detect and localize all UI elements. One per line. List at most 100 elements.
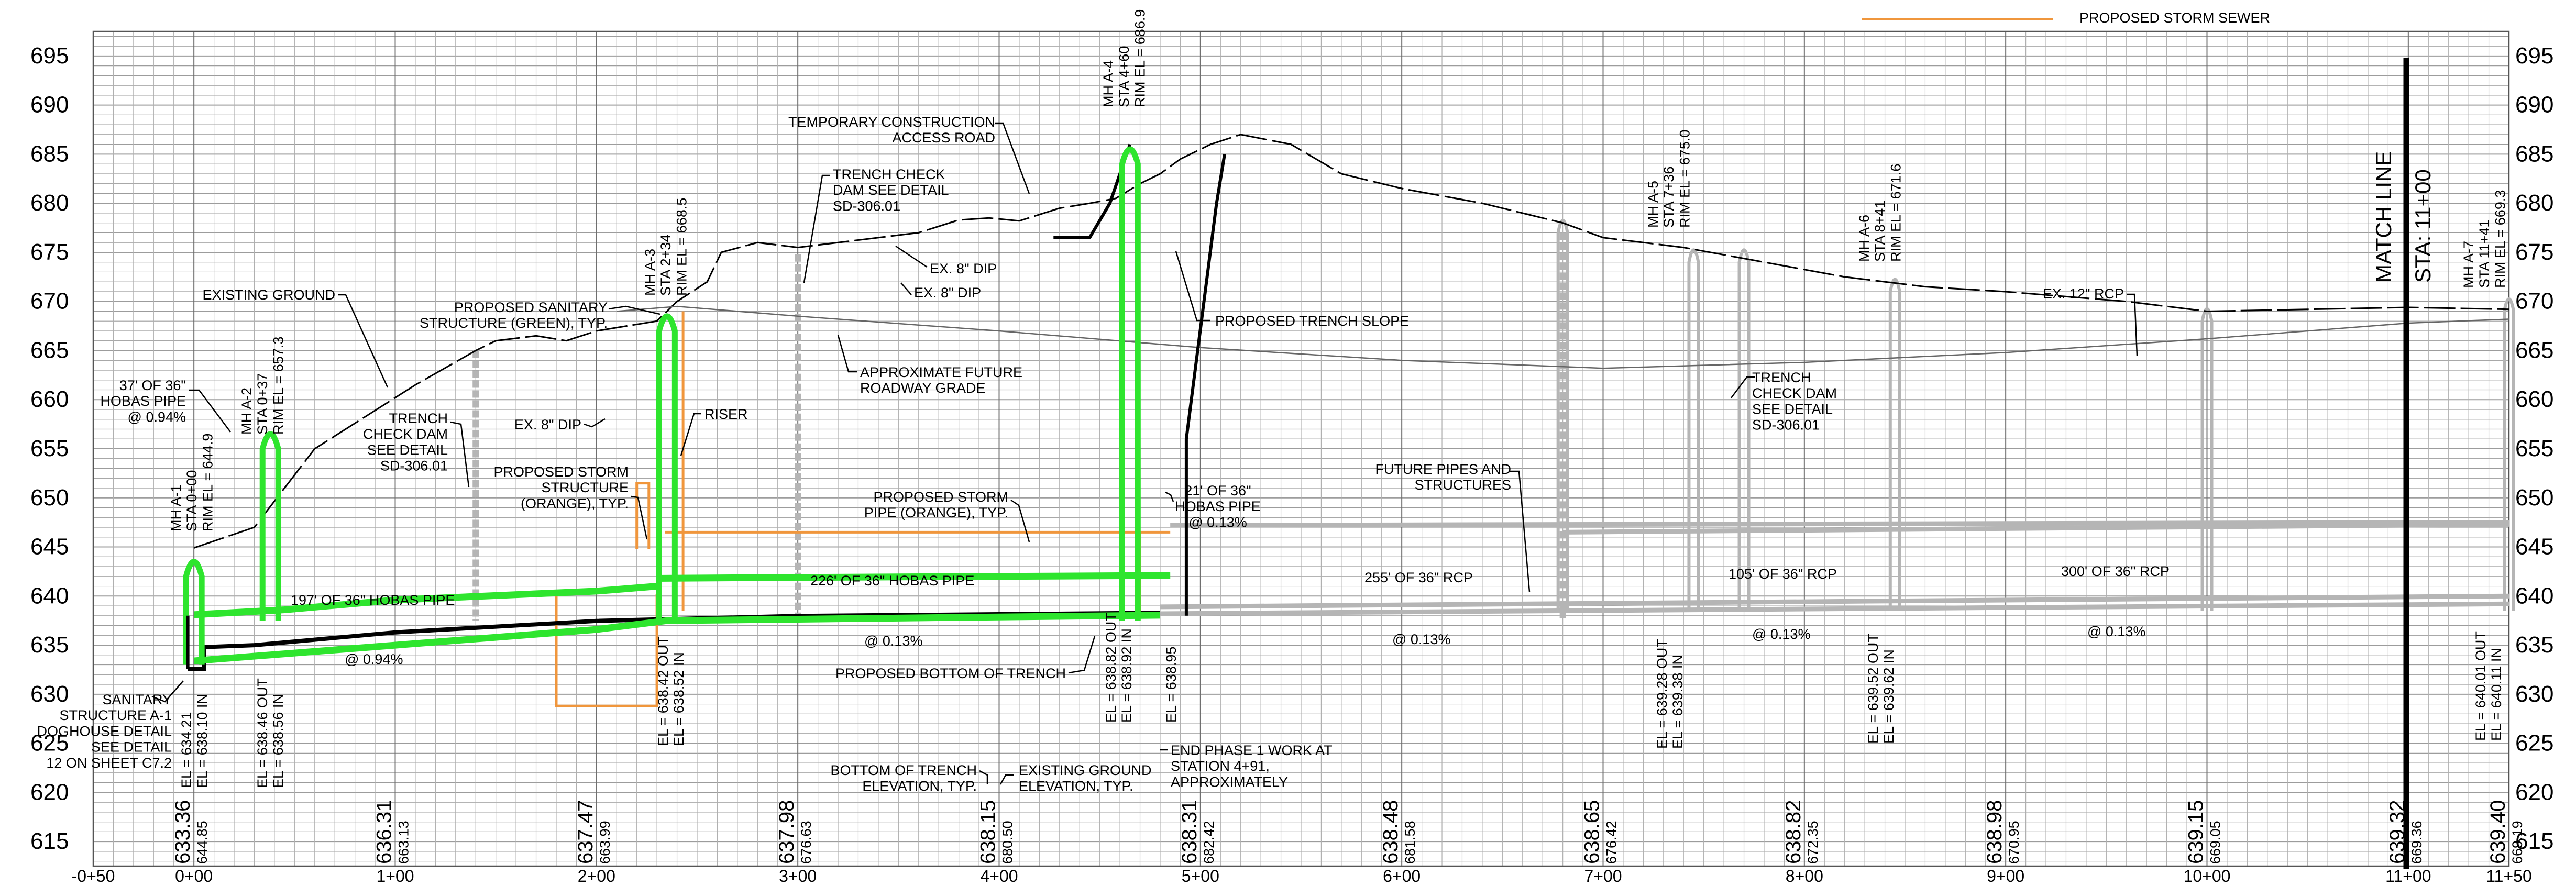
sanitary-pipe <box>657 572 1171 582</box>
hobas-37-label-line: @ 0.94% <box>128 409 186 425</box>
mh-a5-label-line: STA 7+36 <box>1661 167 1677 228</box>
proposed-elevation-label: 639.40 <box>2486 800 2509 864</box>
trench-check-dam-top-label-line: TRENCH CHECK <box>833 167 945 182</box>
future-pipe <box>1562 522 2509 535</box>
future-pipe <box>1160 601 2509 616</box>
mh-a2-label-line: RIM EL = 657.3 <box>270 337 286 435</box>
station-label: 9+00 <box>1987 867 2024 885</box>
elevation-label: 615 <box>30 828 69 854</box>
station-label: 3+00 <box>779 867 817 885</box>
trench-check-dam-right-label-line: SD-306.01 <box>1752 417 1820 433</box>
hobas-197-label: 197' OF 36" HOBAS PIPE <box>291 592 455 608</box>
trench-check-dam-right-label-line: SEE DETAIL <box>1752 401 1833 417</box>
sanitary-manhole <box>183 559 205 665</box>
existing-elevation-label: 669.36 <box>2409 821 2425 864</box>
proposed-storm-structure-label-line: STRUCTURE <box>542 480 629 495</box>
ex-12-rcp-label: EX. 12" RCP <box>2043 286 2124 302</box>
elevation-label: 695 <box>30 43 69 69</box>
mh-a3-label: MH A-3STA 2+34RIM EL = 668.5 <box>642 198 689 296</box>
sanitary-manhole <box>1119 146 1141 621</box>
sanitary-manhole <box>259 431 281 621</box>
elevation-label: 645 <box>30 534 69 560</box>
existing-elevation-label: 682.42 <box>1201 821 1217 864</box>
temp-construction-label-line: TEMPORARY CONSTRUCTION <box>788 114 995 130</box>
future-grade-line <box>617 305 2509 369</box>
end-phase-1-label-line: STATION 4+91, <box>1171 758 1270 774</box>
proposed-elevation-label: 637.98 <box>775 800 798 864</box>
ex-dip-top2-label: EX. 8" DIP <box>914 285 981 301</box>
hobas-21-label-line: HOBAS PIPE <box>1175 499 1261 514</box>
invert-end-label-line: EL = 638.95 <box>1163 647 1179 723</box>
sanitary-manhole <box>656 313 678 621</box>
elevation-label: 660 <box>2515 386 2553 412</box>
legend-storm-label: PROPOSED STORM SEWER <box>2079 10 2270 26</box>
existing-ground-label-line: EXISTING GROUND <box>202 287 335 303</box>
elevation-label: 665 <box>30 337 69 363</box>
invert-a6-label: EL = 639.52 OUTEL = 639.62 IN <box>1865 634 1897 744</box>
elevation-label: 620 <box>2515 779 2553 805</box>
ex-dip-mid-label-line: EX. 8" DIP <box>514 417 581 433</box>
existing-elevation-label: 672.35 <box>1805 821 1821 864</box>
invert-a3-label-line: EL = 638.52 IN <box>671 652 687 746</box>
slope-013-b-label: @ 0.13% <box>1752 626 1810 642</box>
proposed-elevation-label: 638.82 <box>1782 800 1805 864</box>
proposed-sanitary-structure-label-line: STRUCTURE (GREEN), TYP. <box>420 315 608 331</box>
future-structure <box>1888 278 1901 611</box>
proposed-elevation-label: 638.15 <box>977 800 1000 864</box>
existing-elevation-label: 669.19 <box>2509 821 2525 864</box>
existing-elevation-label: 663.99 <box>597 821 613 864</box>
ex-dip-mid-label: EX. 8" DIP <box>514 417 581 433</box>
future-structure <box>1737 248 1751 611</box>
elevation-label: 690 <box>2515 92 2553 118</box>
trench-check-dam-left-label-line: TRENCH <box>389 411 448 426</box>
trench-check-dam-left-label-line: CHECK DAM <box>363 426 448 442</box>
proposed-storm-pipe-label-line: PIPE (ORANGE), TYP. <box>864 505 1008 520</box>
riser-label: RISER <box>704 406 748 422</box>
mh-a4-label: MH A-4STA 4+60RIM EL = 686.9 <box>1100 9 1148 107</box>
rcp-255-label-line: 255' OF 36" RCP <box>1364 570 1473 585</box>
mh-a1-label-line: MH A-1 <box>168 484 184 531</box>
station-label: 11+50 <box>2486 867 2532 885</box>
mh-a7-label: MH A-7STA 11+41RIM EL = 669.3 <box>2461 190 2508 288</box>
mh-a7-label-line: MH A-7 <box>2461 241 2476 288</box>
invert-a4-label-line: EL = 638.82 OUT <box>1103 613 1119 723</box>
hobas-37-label: 37' OF 36"HOBAS PIPE@ 0.94% <box>100 378 186 425</box>
sanitary-structure-a1-label-line: STRUCTURE A-1 <box>59 707 172 723</box>
sanitary-structure-a1-label-line: 12 ON SHEET C7.2 <box>46 755 172 771</box>
bottom-of-trench-label-line: BOTTOM OF TRENCH <box>830 762 977 778</box>
future-pipes-label-line: FUTURE PIPES AND <box>1375 461 1511 477</box>
end-phase-1-label-line: END PHASE 1 WORK AT <box>1171 743 1333 758</box>
invert-a5-label: EL = 639.28 OUTEL = 639.38 IN <box>1654 639 1686 749</box>
elevation-label: 670 <box>30 289 69 314</box>
station-label: 5+00 <box>1182 867 1219 885</box>
invert-a5-label-line: EL = 639.28 OUT <box>1654 639 1670 749</box>
invert-a1-label-line: EL = 634.21 <box>179 712 194 788</box>
elevation-label: 635 <box>2515 632 2553 658</box>
proposed-elevation-label: 638.65 <box>1581 800 1604 864</box>
elevation-label: 640 <box>30 583 69 608</box>
slope-094-label: @ 0.94% <box>345 651 403 667</box>
elevation-label: 680 <box>2515 190 2553 216</box>
station-label: 0+00 <box>175 867 213 885</box>
mh-a1-label: MH A-1STA 0+00RIM EL = 644.9 <box>168 434 215 531</box>
mh-a2-label-line: MH A-2 <box>239 387 255 435</box>
approx-future-grade-label-line: APPROXIMATE FUTURE <box>860 364 1022 380</box>
slope-094-label-line: @ 0.94% <box>345 651 403 667</box>
future-pipes-label-line: STRUCTURES <box>1414 477 1511 493</box>
ex-12-rcp-label-line: EX. 12" RCP <box>2043 286 2124 302</box>
mh-a6-label-line: MH A-6 <box>1856 215 1872 262</box>
mh-a6-label-line: RIM EL = 671.6 <box>1888 164 1903 262</box>
proposed-elevation-label: 636.31 <box>373 800 396 864</box>
elevation-label: 655 <box>30 436 69 461</box>
storm-pipe <box>635 482 651 549</box>
rcp-105-label: 105' OF 36" RCP <box>1729 566 1837 582</box>
elevation-label: 695 <box>2515 43 2553 69</box>
elevation-label: 640 <box>2515 583 2553 608</box>
mh-a6-label-line: STA 8+41 <box>1872 201 1888 262</box>
station-label: 1+00 <box>376 867 414 885</box>
